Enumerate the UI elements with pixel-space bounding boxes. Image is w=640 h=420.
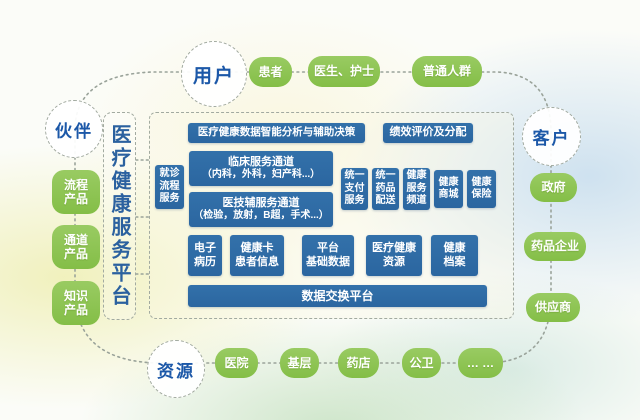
knowledge-products-pill: 知识 产品: [52, 281, 100, 325]
doctors-nurses-pill: 医生、护士: [308, 56, 380, 87]
government-pill: 政府: [530, 173, 577, 202]
platform-base-data-box: 平台 基础数据: [302, 235, 354, 276]
general-public-pill: 普通人群: [412, 56, 482, 87]
performance-evaluation-box: 绩效评价及分配: [383, 123, 473, 143]
partners-node: 伙伴: [45, 100, 103, 158]
emr-box: 电子 病历: [188, 235, 222, 276]
drug-delivery-box: 统一 药品 配送: [372, 168, 399, 210]
resources-node: 资源: [147, 340, 205, 398]
users-node-label: 用户: [192, 65, 235, 87]
grassroots-pill: 基层: [280, 348, 319, 378]
health-archive-box: 健康 档案: [431, 235, 478, 276]
hospital-pill: 医院: [215, 348, 258, 378]
analysis-decision-box: 医疗健康数据智能分析与辅助决策: [188, 123, 365, 143]
health-insurance-box: 健康 保险: [467, 170, 496, 208]
process-products-pill: 流程 产品: [52, 170, 100, 214]
visit-process-box: 就诊 流程 服务: [155, 165, 184, 209]
health-resource-box: 医疗健康 资源: [366, 235, 422, 276]
medtech-channel-sub: （检验，放射，B超，手术...）: [193, 210, 329, 222]
customers-node-label: 客户: [532, 129, 571, 148]
clinical-channel-title: 临床服务通道: [228, 156, 294, 169]
users-node: 用户: [181, 41, 247, 107]
medtech-channel-title: 医技辅服务通道: [222, 197, 300, 210]
platform-title: 医疗健康服务平台: [108, 124, 130, 308]
unified-payment-box: 统一 支付 服务: [341, 168, 368, 210]
pharmacy-pill: 药店: [338, 348, 379, 378]
partners-node-label: 伙伴: [55, 121, 93, 141]
health-card-info-box: 健康卡 患者信息: [230, 235, 284, 276]
pharma-companies-pill: 药品企业: [524, 232, 586, 261]
patients-pill: 患者: [249, 57, 292, 87]
clinical-channel-sub: （内科，外科，妇产科...）: [201, 169, 321, 181]
public-health-pill: 公卫: [402, 348, 441, 378]
channel-products-pill: 通道 产品: [52, 225, 100, 269]
clinical-channel-box: 临床服务通道 （内科，外科，妇产科...）: [189, 151, 333, 186]
platform-title-strip: 医疗健康服务平台: [103, 112, 136, 320]
resources-node-label: 资源: [157, 361, 195, 381]
medtech-channel-box: 医技辅服务通道 （检验，放射，B超，手术...）: [189, 192, 333, 227]
health-mall-box: 健康 商城: [434, 170, 463, 208]
customers-node: 客户: [522, 107, 581, 166]
more-resources-pill: … …: [458, 348, 503, 378]
suppliers-pill: 供应商: [526, 293, 580, 322]
data-exchange-bar: 数据交换平台: [188, 285, 487, 307]
health-service-channel-box: 健康 服务 频道: [403, 168, 430, 210]
